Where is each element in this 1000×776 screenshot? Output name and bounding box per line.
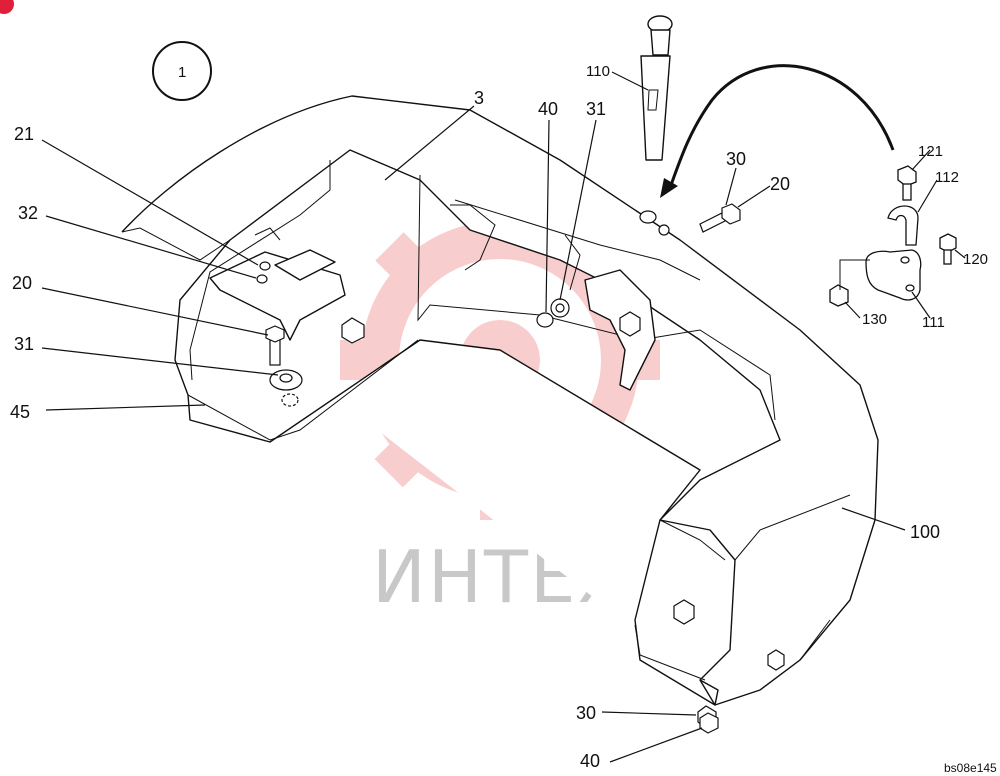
callout-110: 110 xyxy=(586,63,610,80)
reference-code: bs08e145 xyxy=(944,761,997,775)
callout-120: 120 xyxy=(963,251,988,268)
fasteners-icon xyxy=(256,210,785,734)
callout-40-bottom: 40 xyxy=(580,751,600,771)
callout-130: 130 xyxy=(862,311,887,328)
clip-assembly-icon xyxy=(829,165,957,307)
figure-number: 1 xyxy=(178,64,186,81)
bolt-30-icon xyxy=(699,203,741,233)
leader-lines xyxy=(41,71,966,763)
callout-20-left: 20 xyxy=(12,273,32,293)
callout-20-right: 20 xyxy=(770,174,790,194)
callout-31-left: 31 xyxy=(14,334,34,354)
callout-32-left: 32 xyxy=(18,203,38,223)
callout-100: 100 xyxy=(910,522,940,542)
callout-45-left: 45 xyxy=(10,402,30,422)
corner-badge-icon xyxy=(0,0,14,14)
callout-3: 3 xyxy=(474,88,484,108)
clip-bracket-line xyxy=(839,259,870,290)
callout-30-top: 30 xyxy=(726,149,746,169)
callout-30-bottom: 30 xyxy=(576,703,596,723)
callout-121: 121 xyxy=(918,143,943,160)
callout-40-top: 40 xyxy=(538,99,558,119)
assembly-arrow-icon xyxy=(668,64,895,189)
callout-112: 112 xyxy=(935,169,959,186)
callout-111: 111 xyxy=(922,314,945,331)
figure-number-circle-icon xyxy=(152,41,212,101)
pin-110-icon xyxy=(640,15,673,161)
callout-31-top: 31 xyxy=(586,99,606,119)
callout-21-left: 21 xyxy=(14,124,34,144)
arrow-head-icon xyxy=(660,178,678,198)
